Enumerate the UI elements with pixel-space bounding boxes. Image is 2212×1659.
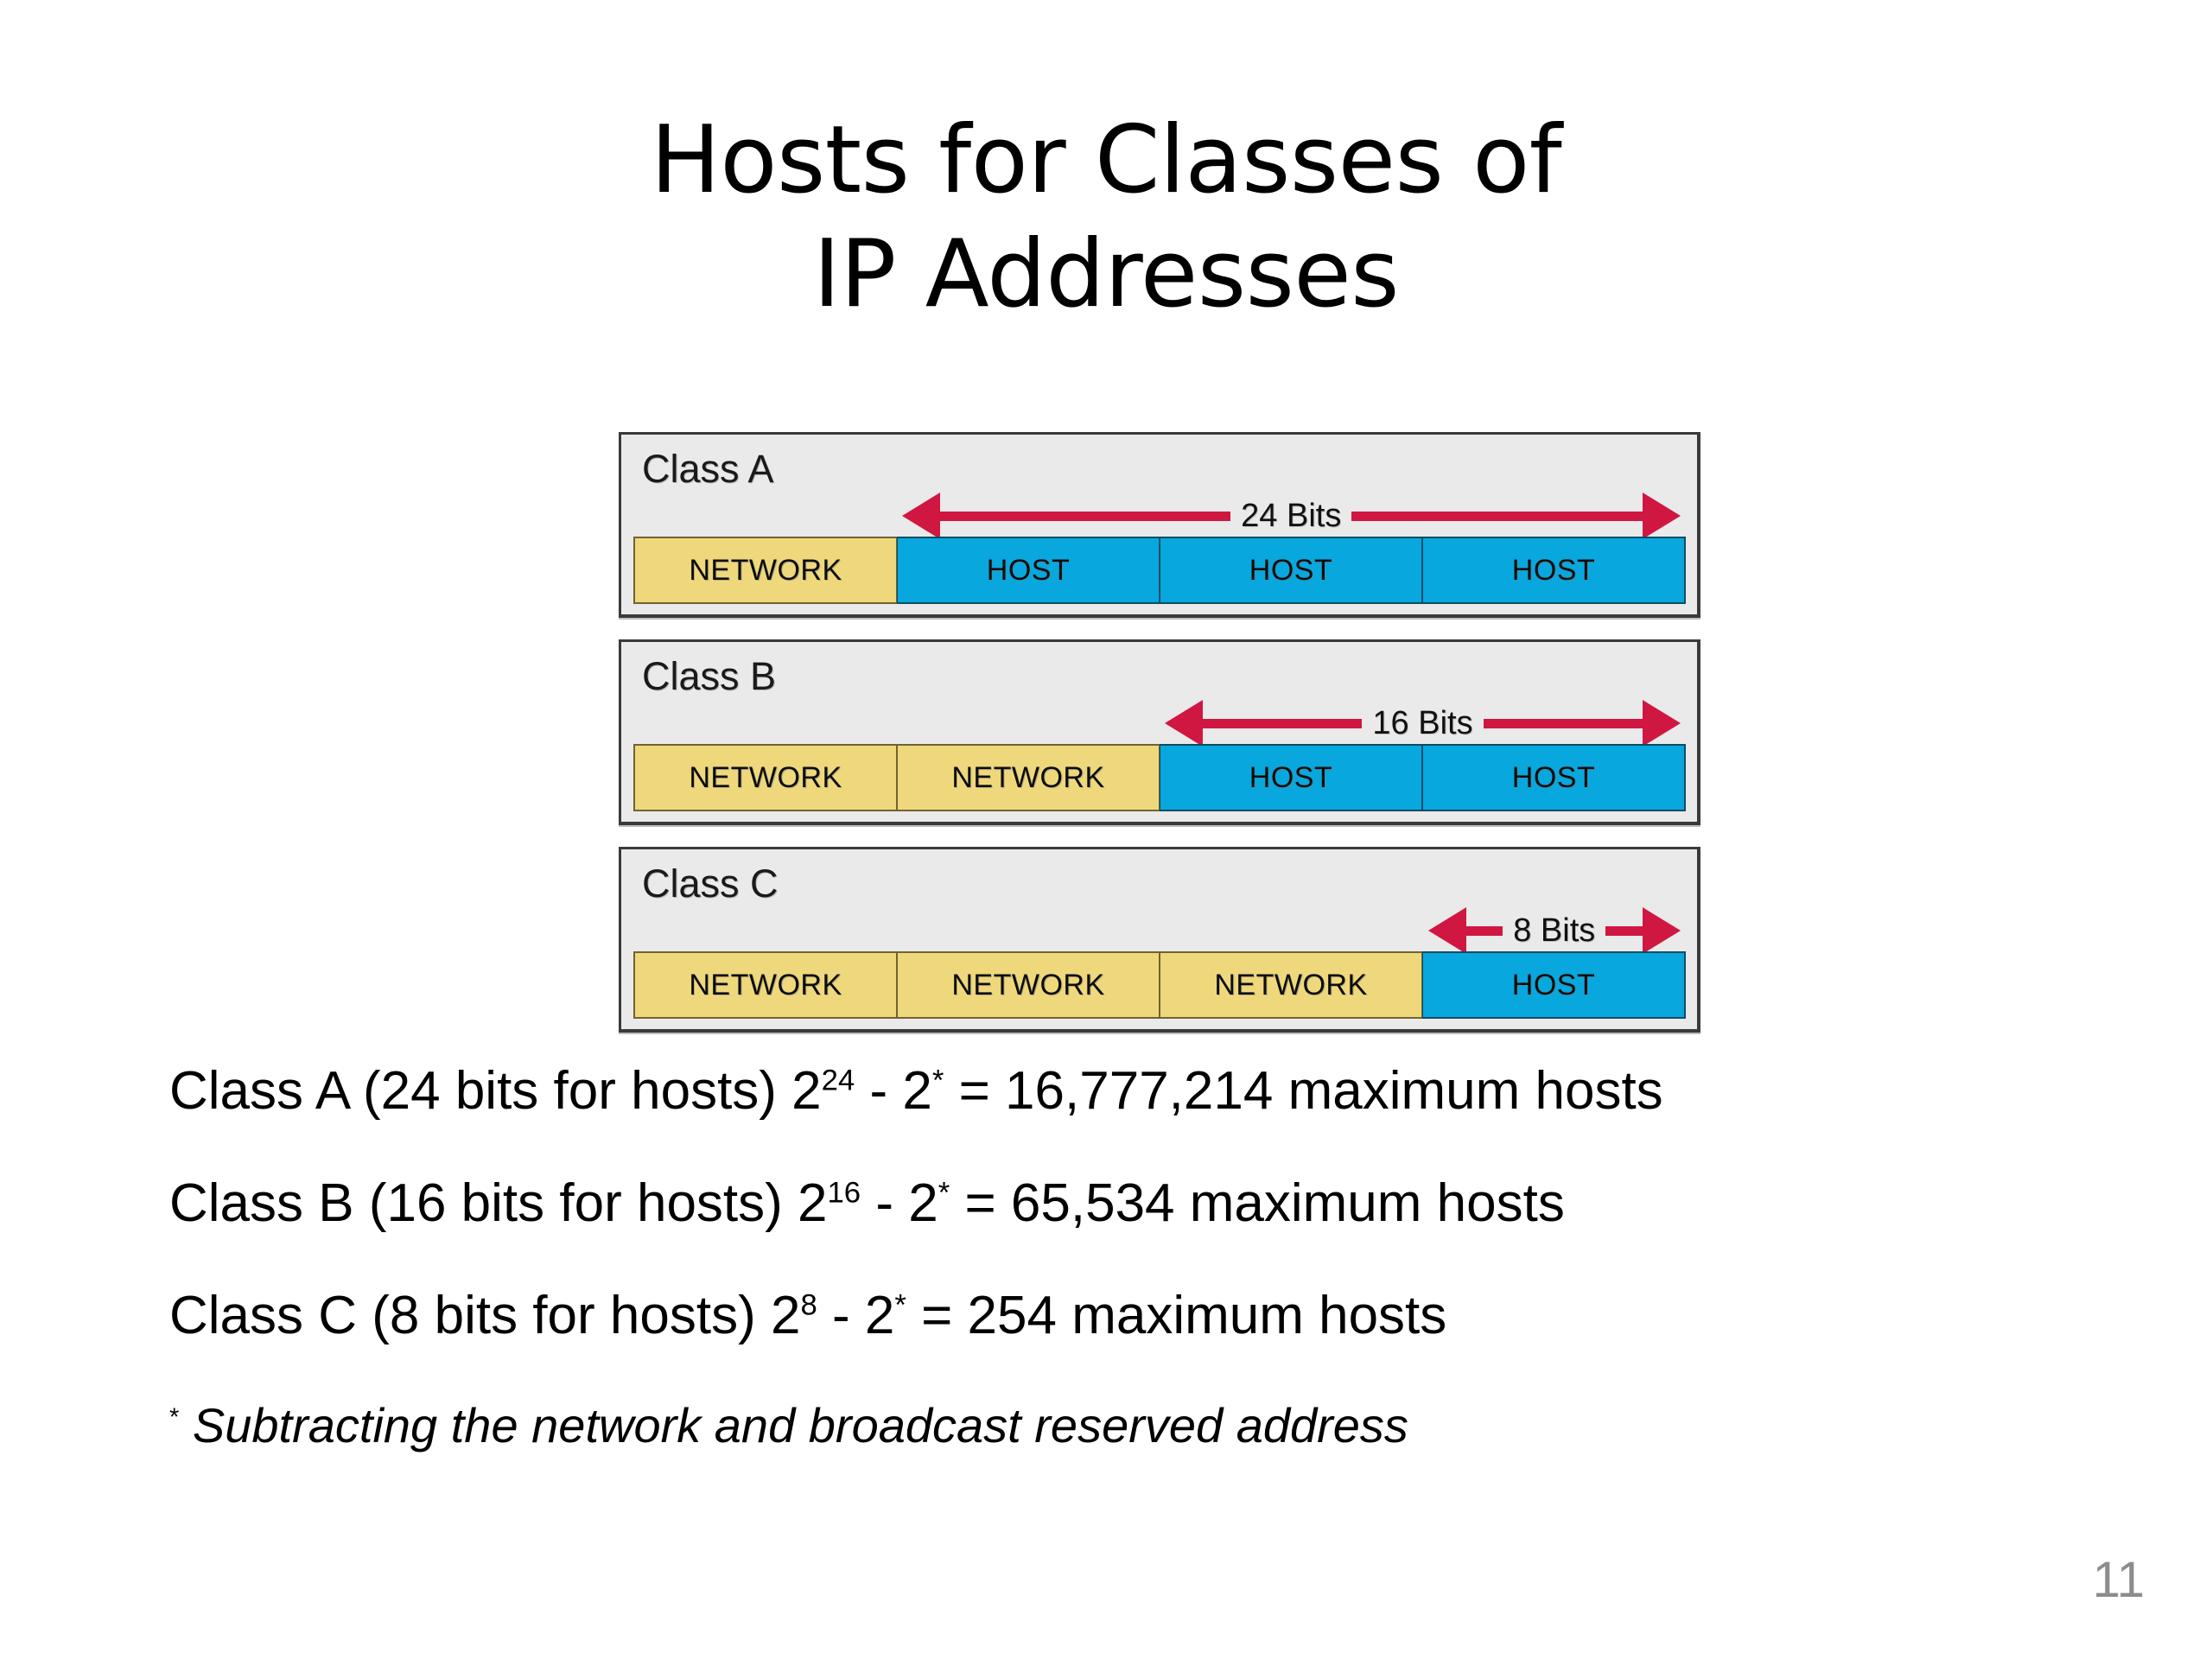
bits-label: 24 Bits [1241,498,1342,534]
host-count-line: Class B (16 bits for hosts) 216 - 2* = 6… [169,1177,2070,1230]
line-middle: - 2 [861,1173,938,1233]
page-title: Hosts for Classes of IP Addresses [0,104,2212,332]
bits-label: 8 Bits [1513,912,1596,949]
page-title-line-2: IP Addresses [812,220,1400,329]
line-prefix: Class C (8 bits for hosts) 2 [169,1286,801,1345]
footnote: * Subtracting the network and broadcast … [169,1402,2070,1450]
host-count-line: Class A (24 bits for hosts) 224 - 2* = 1… [169,1065,2070,1118]
arrow-arm-right [1351,511,1643,521]
class-label: Class A [642,447,774,491]
arrow-right-head-icon [1643,907,1681,954]
line-prefix: Class B (16 bits for hosts) 2 [169,1173,828,1233]
line-suffix: = 16,777,214 maximum hosts [944,1061,1663,1121]
arrow-arm-left [939,511,1231,521]
page-number: 11 [2092,1552,2145,1608]
octet-host: HOST [1160,744,1422,811]
arrow-left-head-icon [1427,907,1466,954]
host-count-line: Class C (8 bits for hosts) 28 - 2* = 254… [169,1289,2070,1343]
arrow-left-head-icon [901,493,940,539]
page-title-line-1: Hosts for Classes of [650,106,1562,215]
line-suffix: = 254 maximum hosts [906,1286,1447,1345]
footnote-text: Subtracting the network and broadcast re… [179,1398,1408,1452]
line-exponent: 24 [821,1064,855,1097]
class-label: Class C [642,861,779,906]
octet-network: NETWORK [633,537,897,604]
arrow-left-head-icon [1165,700,1203,747]
octet-network: NETWORK [897,744,1160,811]
line-prefix: Class A (24 bits for hosts) 2 [169,1061,822,1121]
octet-host: HOST [1422,951,1686,1019]
octet-host: HOST [1422,744,1686,811]
octet-network: NETWORK [897,951,1160,1019]
line-star: * [938,1176,950,1210]
body-text-block: Class A (24 bits for hosts) 224 - 2* = 1… [169,1065,2070,1450]
line-star: * [931,1064,944,1097]
arrow-arm-right [1483,718,1643,728]
octet-host: HOST [1160,537,1422,604]
bits-span-arrow: 24 Bits [901,488,1681,543]
arrow-right-head-icon [1643,700,1681,747]
line-exponent: 16 [827,1176,861,1210]
footnote-marker: * [169,1403,180,1432]
line-middle: - 2 [817,1286,895,1345]
arrow-right-head-icon [1643,493,1681,539]
class-label: Class B [642,654,777,698]
line-star: * [894,1288,906,1322]
line-exponent: 8 [800,1288,817,1322]
octet-network: NETWORK [633,744,897,811]
line-middle: - 2 [855,1061,932,1121]
octet-host: HOST [1422,537,1686,604]
line-suffix: = 65,534 maximum hosts [950,1173,1565,1233]
arrow-arm-right [1605,925,1643,936]
octet-host: HOST [897,537,1160,604]
bits-span-arrow: 8 Bits [1427,903,1681,958]
arrow-arm-left [1465,925,1503,936]
octet-network: NETWORK [1160,951,1422,1019]
bits-label: 16 Bits [1372,705,1473,741]
arrow-arm-left [1203,718,1363,728]
bits-span-arrow: 16 Bits [1165,696,1681,751]
octet-network: NETWORK [633,951,897,1019]
